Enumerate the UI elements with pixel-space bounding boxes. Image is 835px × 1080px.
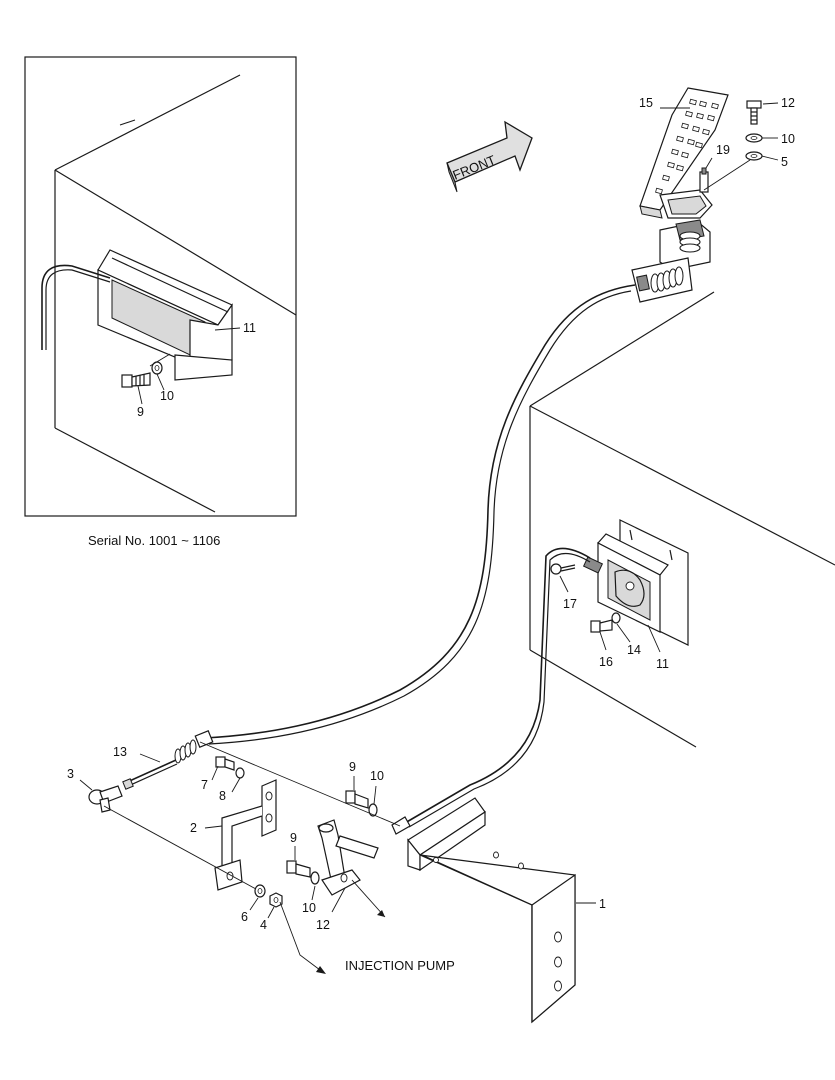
front-arrow: FRONT	[446, 120, 533, 193]
assembly-center-lines	[103, 741, 401, 974]
bolt-17	[590, 619, 613, 633]
lever-12	[317, 819, 379, 896]
label-18: 17	[563, 597, 577, 611]
label-10-lever: 10	[302, 901, 316, 915]
label-19: 19	[716, 143, 730, 157]
inset-bolt	[121, 372, 151, 388]
cab-wall-block	[529, 291, 835, 748]
label-1: 1	[599, 897, 606, 911]
label-11: 11	[656, 657, 669, 671]
inset-caption: Serial No. 1001 ~ 1106	[88, 533, 220, 548]
ball-joint-3	[88, 785, 123, 813]
screw-18	[550, 563, 576, 575]
cable-end-13	[122, 730, 214, 790]
label-9-bracket: 9	[349, 760, 356, 774]
label-3: 3	[67, 767, 74, 781]
mounting-bracket-1	[407, 797, 576, 1024]
label-4: 4	[260, 918, 267, 932]
label-8: 8	[219, 789, 226, 803]
lever-washer	[310, 871, 320, 885]
injection-pump-label: INJECTION PUMP	[345, 958, 455, 973]
label-15: 15	[639, 96, 653, 110]
nut-4	[269, 892, 283, 908]
label-12: 12	[316, 918, 330, 932]
idle-switch-box	[582, 519, 689, 646]
bracket-bolt	[345, 790, 369, 809]
bracket-washer	[368, 803, 378, 817]
pedal-lock-washer	[745, 133, 763, 143]
label-17: 16	[599, 655, 613, 669]
washer-16	[611, 612, 621, 624]
label-10-bracket: 10	[370, 769, 384, 783]
label-7: 7	[201, 778, 208, 792]
inset-panel: 11 9 10	[24, 56, 297, 517]
nut-6	[254, 884, 266, 898]
label-16: 14	[627, 643, 641, 657]
switch-cable-clip	[391, 816, 411, 835]
label-2: 2	[190, 821, 197, 835]
inset-label-9: 9	[137, 405, 144, 419]
throttle-cable	[204, 284, 636, 745]
label-14: 12	[781, 96, 795, 110]
pedal-flat-washer	[745, 151, 763, 161]
label-10-pedal: 10	[781, 132, 795, 146]
inset-switch-housing	[97, 249, 233, 381]
label-5: 5	[781, 155, 788, 169]
inset-label-11: 11	[243, 321, 256, 335]
label-6: 6	[241, 910, 248, 924]
pedal-bolt	[746, 100, 762, 125]
bolt-7	[215, 756, 235, 771]
link-rod-2	[214, 779, 277, 891]
label-9-lever: 9	[290, 831, 297, 845]
accelerator-pedal	[631, 87, 729, 303]
lever-bolt	[286, 860, 311, 878]
washer-8	[235, 767, 245, 779]
label-13: 13	[113, 745, 127, 759]
inset-label-10: 10	[160, 389, 174, 403]
